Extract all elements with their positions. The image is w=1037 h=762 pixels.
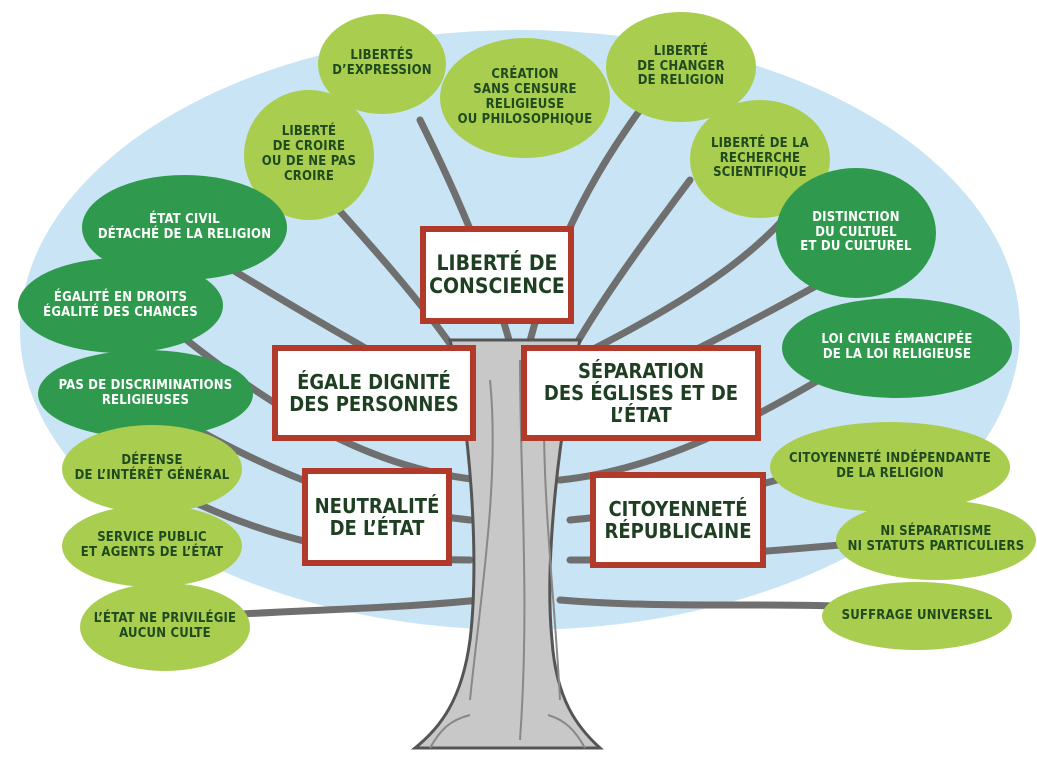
leaf-privilegie: L’État ne privilégie aucun culte: [80, 583, 250, 671]
leaf-egalite-droits: Égalité en droits Égalité des chances: [18, 258, 223, 353]
leaf-separatisme: Ni séparatisme ni statuts particuliers: [836, 500, 1036, 580]
panel-citoyennete: Citoyenneté républicaine: [590, 472, 766, 568]
leaf-discriminations: Pas de discriminations religieuses: [38, 350, 253, 438]
leaf-creation: Création sans censure religieuse ou phil…: [440, 38, 610, 158]
leaf-distinction: Distinction du cultuel et du culturel: [776, 168, 936, 298]
leaf-citoyennete-independante: Citoyenneté indépendante de la religion: [770, 422, 1010, 512]
panel-egale-dignite: Égale dignité des personnes: [272, 345, 476, 441]
leaf-suffrage: Suffrage universel: [822, 582, 1012, 650]
tree-trunk: [410, 338, 604, 750]
panel-liberte-conscience: Liberté de conscience: [420, 226, 574, 324]
leaf-changer-religion: Liberté de changer de religion: [606, 12, 756, 122]
leaf-defense: Défense de l’intérêt général: [62, 425, 242, 513]
panel-neutralite: Neutralité de l’État: [302, 468, 452, 566]
leaf-loi-civile: Loi civile émancipée de la loi religieus…: [782, 298, 1012, 398]
panel-separation: Séparation des Églises et de l’État: [521, 345, 761, 441]
leaf-croire: Liberté de croire ou de ne pas croire: [244, 90, 374, 220]
leaf-service-public: Service public et agents de l’État: [62, 505, 242, 587]
